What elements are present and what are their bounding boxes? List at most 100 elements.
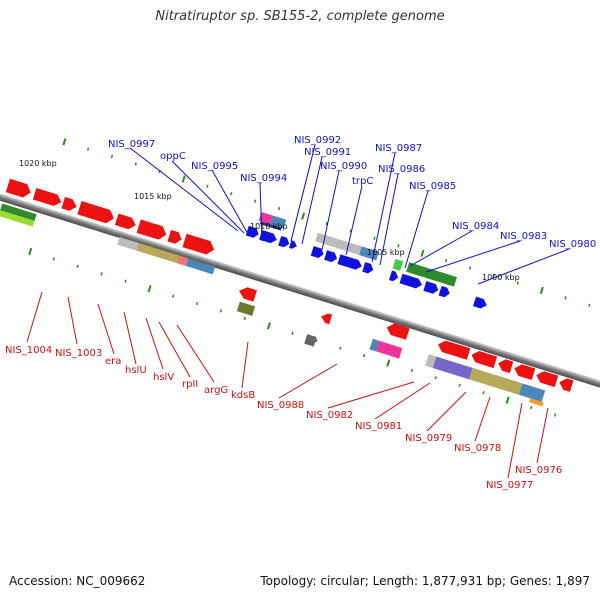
gene-arrow — [438, 340, 471, 360]
gene-block — [185, 258, 216, 275]
gene-label-bottom: NIS_0988 — [257, 400, 304, 411]
kbp-label: 1000 kbp — [482, 273, 520, 282]
gene-arrow — [559, 378, 574, 392]
scale-tick — [386, 359, 391, 367]
scale-tick — [52, 257, 56, 261]
leader-line — [259, 182, 263, 242]
gene-arrow — [238, 287, 257, 302]
scale-tick — [219, 309, 223, 313]
upper-strand-genes — [0, 178, 487, 309]
gene-block — [425, 354, 437, 369]
genome-diagram — [0, 138, 600, 417]
gene-arrow — [245, 225, 259, 238]
leader-line — [241, 341, 249, 389]
gene-block — [258, 212, 273, 225]
gene-arrow — [498, 359, 514, 374]
gene-label-top: NIS_0987 — [375, 143, 422, 154]
scale-tick — [124, 279, 127, 283]
gene-label-bottom: argG — [204, 385, 228, 396]
kbp-label: 1015 kbp — [134, 192, 172, 201]
gene-label-bottom: era — [105, 356, 121, 367]
scale-tick — [482, 391, 485, 395]
gene-arrow — [438, 285, 450, 298]
gene-label-top: oppC — [160, 151, 186, 162]
leader-line — [374, 382, 431, 420]
gene-label-top: NIS_0985 — [409, 181, 456, 192]
lower-gene-labels: NIS_1004 NIS_1003 era hslU hslV rplI arg… — [5, 291, 562, 491]
leader-line — [145, 317, 164, 370]
scale-tick — [434, 376, 437, 380]
gene-label-bottom: hslV — [153, 372, 174, 383]
scale-tick — [362, 353, 366, 358]
leader-line — [321, 170, 340, 251]
gene-block — [432, 356, 473, 380]
leader-line — [129, 147, 239, 232]
leader-line — [379, 173, 399, 266]
gene-arrow — [337, 254, 362, 270]
gene-arrow — [278, 235, 290, 248]
leader-line — [477, 248, 570, 285]
scale-tick — [410, 368, 414, 373]
scale-tick — [76, 264, 79, 268]
gene-arrow — [388, 270, 399, 282]
gene-arrow — [167, 229, 182, 244]
scale-tick — [147, 285, 152, 293]
gene-arrow — [386, 323, 410, 340]
gene-arrow — [536, 371, 559, 388]
leader-line — [278, 363, 338, 399]
scale-tick — [243, 316, 246, 321]
gene-label-bottom: NIS_1004 — [5, 345, 52, 356]
genome-title: Nitratiruptor sp. SB155-2, complete geno… — [155, 9, 445, 24]
gene-arrow — [362, 262, 374, 274]
scale-tick — [110, 154, 114, 159]
leader-line — [536, 407, 549, 464]
leader-line — [345, 185, 363, 256]
kbp-label: 1010 kbp — [250, 222, 288, 231]
gene-block — [136, 242, 179, 264]
gene-block — [469, 367, 523, 395]
scale-tick — [100, 272, 103, 276]
scale-tick — [325, 221, 328, 226]
leader-line — [409, 230, 473, 267]
leader-line — [290, 144, 316, 242]
gene-label-bottom: NIS_0977 — [486, 480, 533, 491]
scale-tick — [397, 244, 400, 248]
scale-tick — [458, 383, 461, 387]
scale-tick — [291, 331, 294, 335]
scale-tick — [277, 206, 281, 211]
leader-line — [371, 152, 396, 263]
gene-arrow — [471, 350, 498, 369]
leader-line — [507, 402, 523, 479]
leader-line — [97, 303, 115, 355]
gene-label-bottom: kdsB — [231, 390, 255, 401]
gene-label-top: NIS_0983 — [500, 231, 547, 242]
gene-label-bottom: hslU — [125, 365, 147, 376]
scale-tick — [62, 138, 67, 146]
scale-tick — [530, 405, 533, 410]
leader-line — [404, 190, 429, 269]
gene-label-bottom: rplI — [182, 379, 198, 390]
gene-arrow — [514, 364, 536, 380]
leader-line — [426, 391, 467, 432]
gene-block — [270, 215, 287, 229]
gene-label-top: NIS_0994 — [240, 173, 287, 184]
gene-arrow — [61, 196, 77, 211]
gene-block — [369, 338, 380, 352]
gene-block — [359, 246, 379, 261]
scale-tick — [86, 147, 90, 151]
scale-tick — [539, 286, 544, 295]
gene-label-top: NIS_0995 — [191, 161, 238, 172]
kbp-label: 1020 kbp — [19, 159, 57, 168]
leader-line — [26, 291, 43, 343]
scale-tick — [315, 339, 318, 343]
scale-tick — [373, 236, 376, 240]
gene-arrow — [289, 240, 297, 249]
gene-block — [518, 383, 546, 402]
scale-tick — [444, 258, 448, 263]
scale-tick — [206, 184, 209, 188]
lower-strand-genes — [236, 287, 574, 407]
leader-line — [67, 296, 78, 345]
scale-tick — [420, 249, 425, 257]
gene-arrow — [5, 178, 31, 198]
scale-ticks — [62, 138, 591, 307]
